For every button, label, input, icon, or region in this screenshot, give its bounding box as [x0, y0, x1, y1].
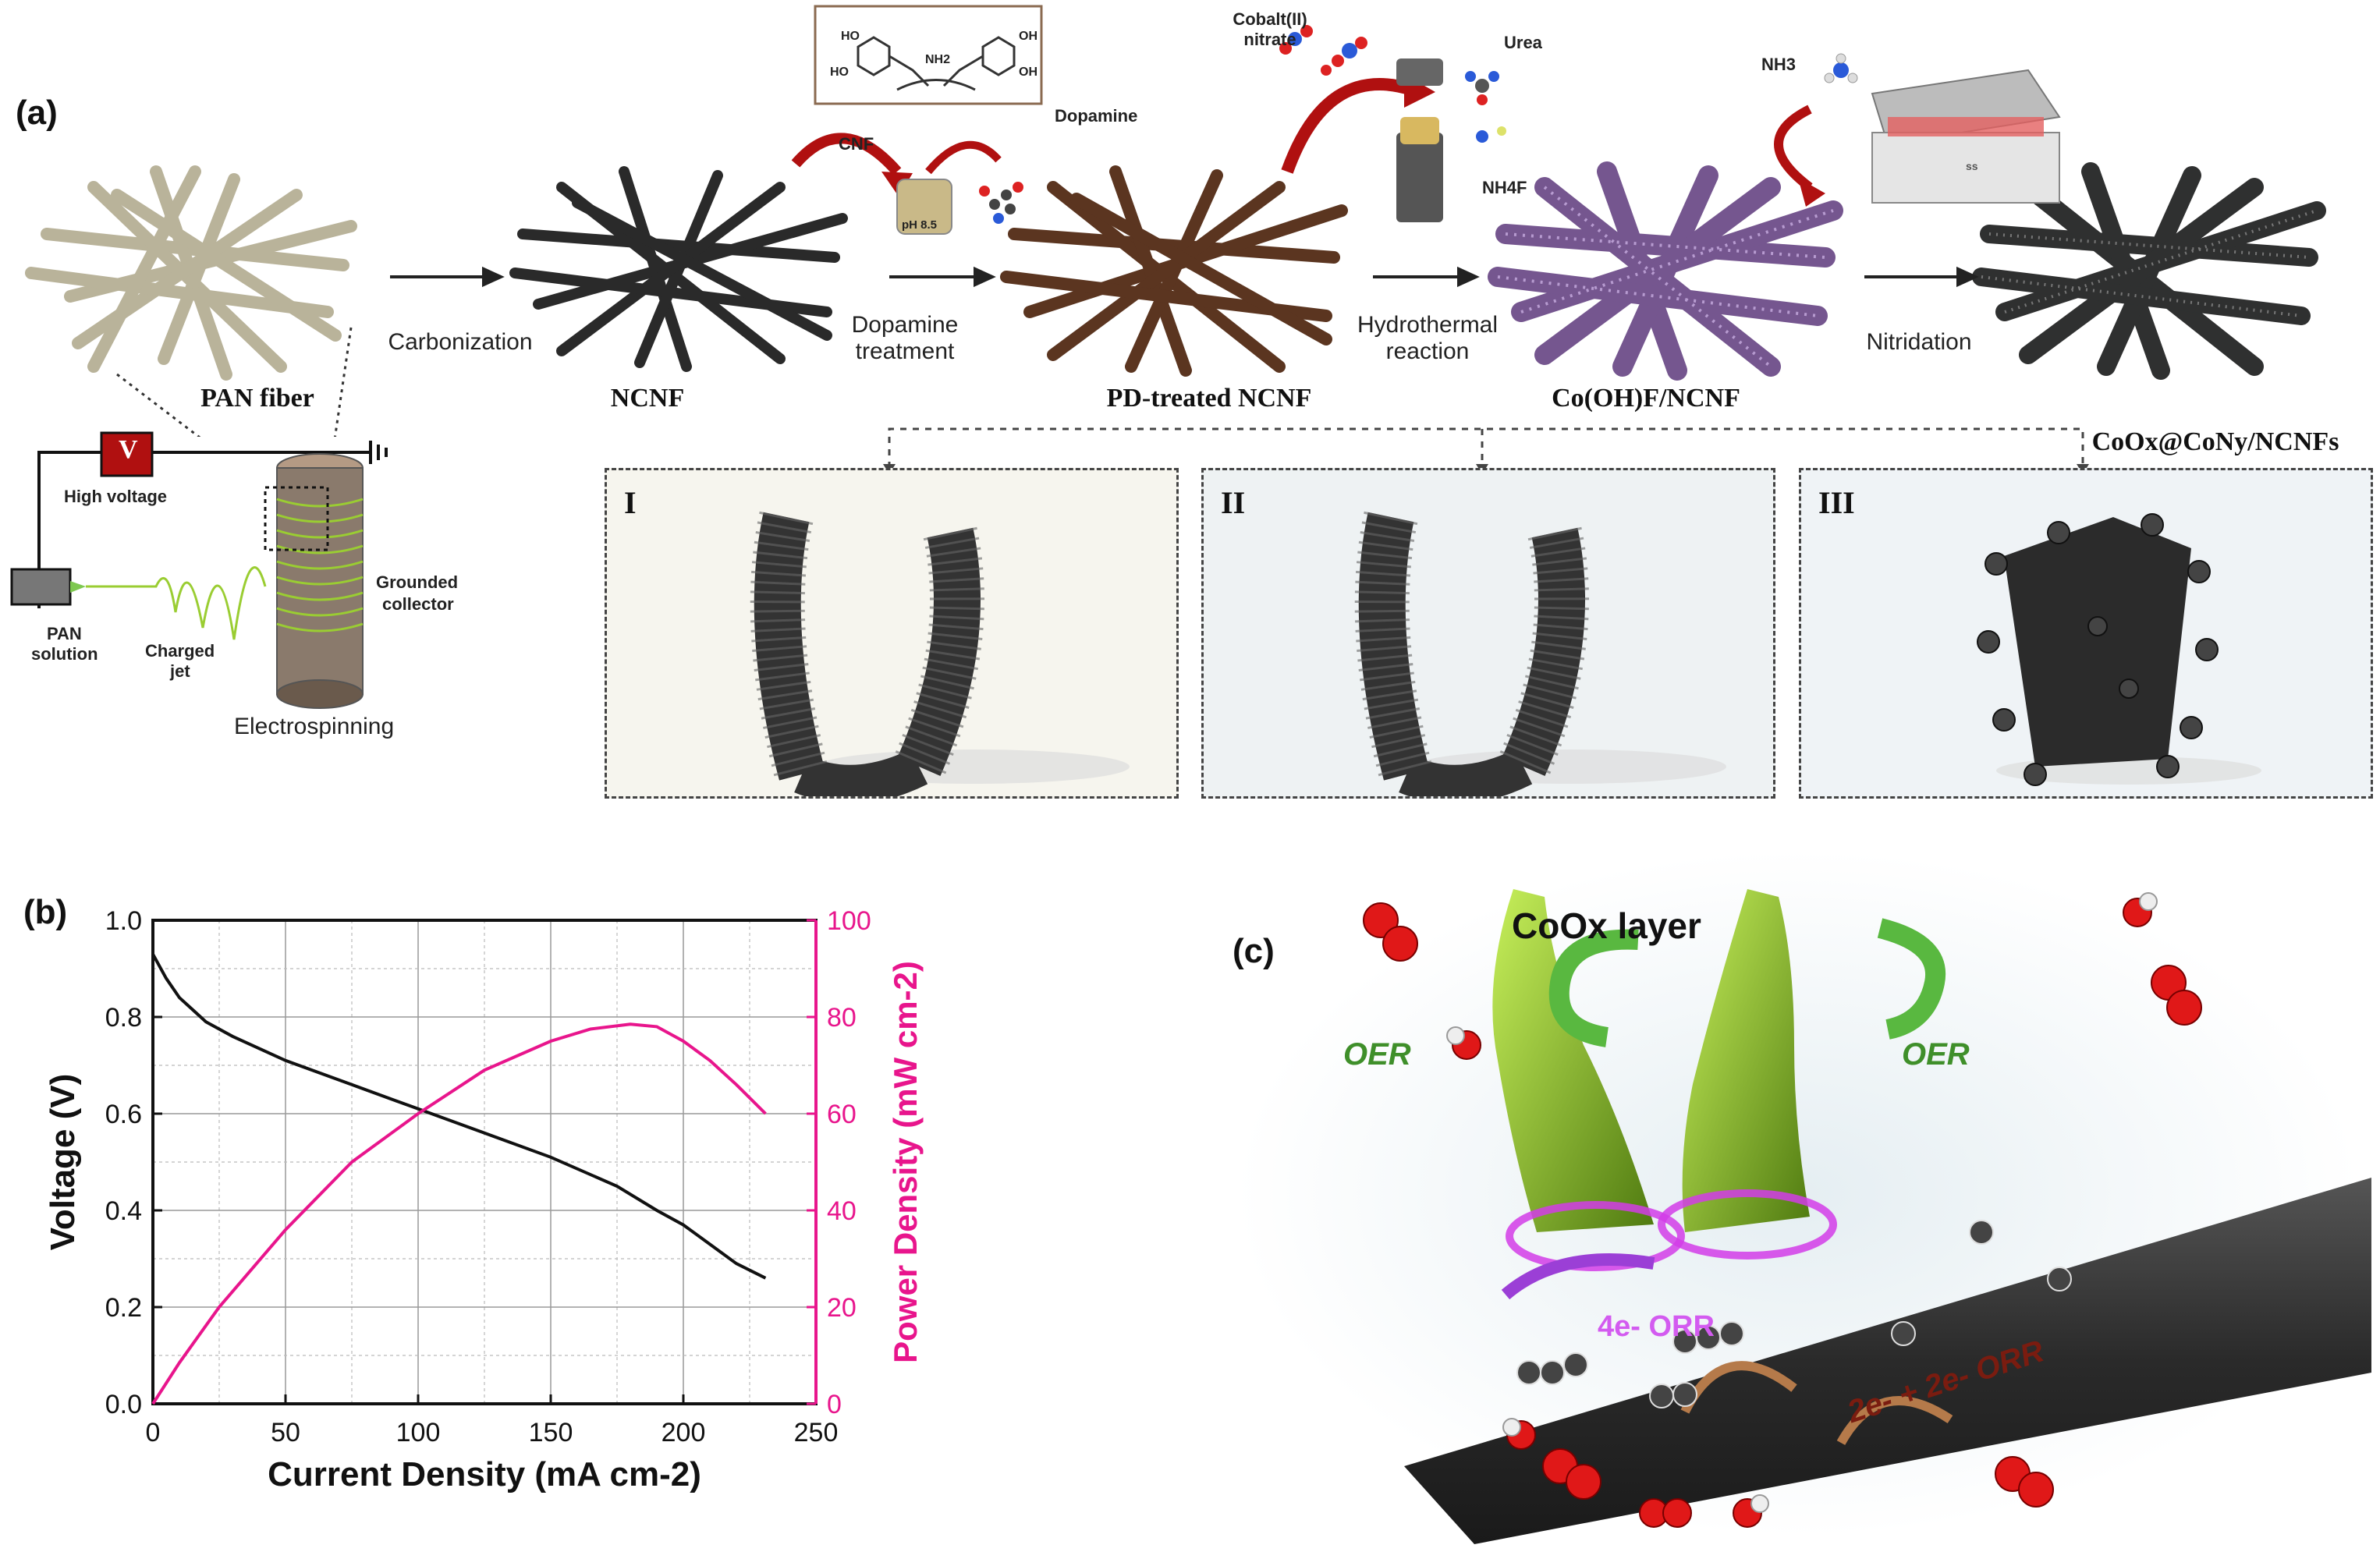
nanoparticle-fibers-iii	[1977, 513, 2261, 786]
y2-tick-label: 60	[827, 1100, 857, 1129]
voltage-source-label: V	[119, 435, 138, 464]
y2-tick-label: 80	[827, 1003, 857, 1033]
y2-tick-label: 0	[827, 1390, 842, 1419]
nh3-label: NH3	[1761, 55, 1797, 74]
furnace-label: ss	[1966, 160, 1978, 172]
electrospinning-schematic	[10, 431, 388, 709]
material-coox-cony: CoOx@CoNy/NCNFs	[2091, 427, 2339, 456]
collector-label-1: Grounded	[376, 572, 459, 592]
inset-box-iii: III	[1799, 468, 2373, 799]
cobalt-nitrate-label: Cobalt(II) nitrate	[1233, 9, 1307, 49]
y-tick-label: 1.0	[105, 906, 142, 936]
y-axis-label: Voltage (V)	[44, 1074, 82, 1251]
collector-label-2: collector	[382, 594, 454, 614]
ncnf-mat	[509, 166, 848, 372]
oer-label-right: OER	[1902, 1037, 1970, 1072]
step-nitridation: Nitridation	[1866, 329, 1972, 355]
power-density-curve	[151, 1022, 767, 1405]
step-hydrothermal: Hydrothermal reaction	[1357, 312, 1499, 364]
nh4f-label: NH4F	[1482, 178, 1527, 197]
process-arrows	[390, 266, 1979, 288]
charged-jet-label-1: Charged	[145, 641, 215, 661]
voltage-curve	[151, 953, 767, 1280]
oh-label-2: OH	[1019, 66, 1037, 79]
inset-box-i: I	[605, 468, 1179, 804]
y-tick-label: 0.4	[105, 1196, 142, 1226]
orr-4e-label: 4e- ORR	[1598, 1310, 1715, 1343]
panel-b-label: (b)	[23, 893, 68, 931]
coox-layer-label: CoOx layer	[1512, 905, 1701, 946]
material-pd-treated: PD-treated NCNF	[1106, 384, 1312, 413]
polarization-power-chart: 0 50 100 150 200 250 0.0 0.2 0.4 0.6 0.8 1.0 0 20 40 60…	[44, 906, 924, 1493]
pan-solution-label-2: solution	[31, 644, 98, 664]
oh-label-1: OH	[1019, 30, 1037, 43]
x-tick-label: 150	[529, 1418, 573, 1447]
spiky-fibers-i	[750, 511, 1130, 804]
inset-label-iii: III	[1818, 485, 1855, 520]
step-carbonization: Carbonization	[388, 329, 533, 355]
pan-fiber-mat	[25, 165, 357, 381]
cooh-f-mat	[1488, 161, 1843, 381]
x-tick-label: 250	[794, 1418, 839, 1447]
inset-label-i: I	[624, 485, 637, 520]
material-cooh-f: Co(OH)F/NCNF	[1552, 384, 1740, 413]
y-tick-label: 0.0	[105, 1390, 142, 1419]
ho-label-2: HO	[830, 66, 849, 79]
nh2-label: NH2	[925, 53, 951, 66]
ph-label: pH 8.5	[902, 218, 938, 232]
charged-jet-label-2: jet	[170, 661, 190, 681]
oer-label-left: OER	[1343, 1037, 1411, 1072]
y2-tick-label: 100	[827, 906, 871, 936]
material-pan-fiber: PAN fiber	[200, 384, 314, 413]
x-tick-label: 200	[662, 1418, 706, 1447]
panel-a-fiber-illustrations	[25, 5, 2326, 437]
pan-solution-label-1: PAN	[47, 624, 82, 643]
inset-box-ii: II	[1201, 468, 1775, 804]
dopamine-label: Dopamine	[1055, 106, 1138, 126]
x-tick-label: 100	[396, 1418, 441, 1447]
y-tick-label: 0.8	[105, 1003, 142, 1033]
y2-axis-label: Power Density (mW cm-2)	[887, 961, 924, 1363]
panel-c-illustration	[1236, 850, 2371, 1544]
urea-label: Urea	[1504, 33, 1542, 52]
pd-treated-mat	[1000, 165, 1348, 377]
x-tick-label: 50	[271, 1418, 300, 1447]
panel-c-label: (c)	[1233, 932, 1275, 970]
panel-a-label: (a)	[16, 94, 58, 132]
ho-label-1: HO	[841, 30, 860, 43]
x-axis-label: Current Density (mA cm-2)	[268, 1455, 701, 1493]
electrospinning-title: Electrospinning	[234, 714, 395, 739]
step-dopamine: Dopamine treatment	[851, 312, 959, 364]
x-tick-label: 0	[146, 1418, 161, 1447]
cnf-label: CNF	[839, 134, 874, 154]
spiky-fibers-ii	[1354, 511, 1726, 804]
y2-tick-label: 40	[827, 1196, 857, 1226]
high-voltage-label: High voltage	[64, 487, 168, 506]
material-ncnf: NCNF	[610, 384, 685, 413]
inset-label-ii: II	[1221, 485, 1246, 520]
y-tick-label: 0.6	[105, 1100, 142, 1129]
y-tick-label: 0.2	[105, 1293, 142, 1323]
y2-tick-label: 20	[827, 1293, 857, 1323]
